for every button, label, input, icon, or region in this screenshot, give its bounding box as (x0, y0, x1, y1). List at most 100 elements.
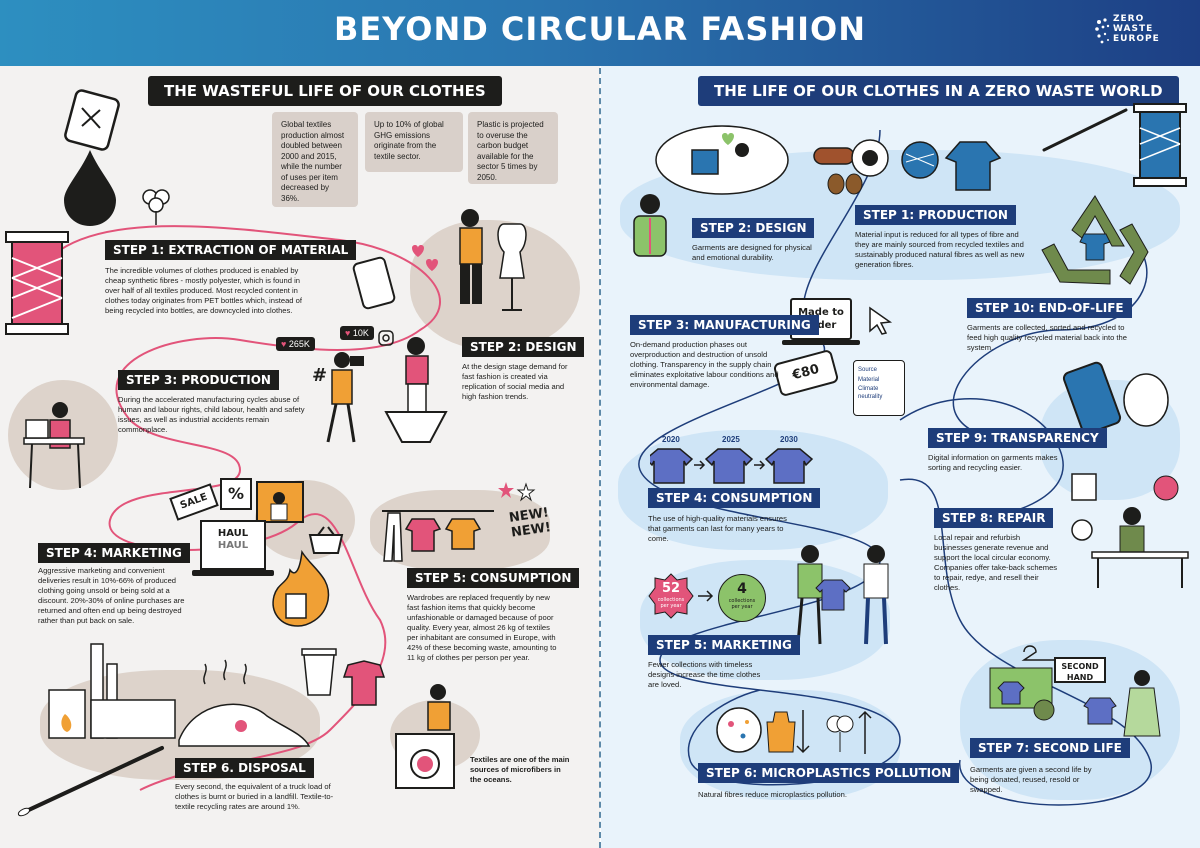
blob (410, 220, 580, 350)
caption-line: collections (728, 598, 756, 604)
clothes-rack-icon (382, 510, 494, 562)
right-step-4-title: STEP 4: CONSUMPTION (648, 488, 821, 508)
sewing-worker-icon (23, 402, 85, 489)
logo-text: ZERO WASTE EUROPE (1113, 14, 1160, 44)
title-banner: BEYOND CIRCULAR FASHION ZERO WASTE EUROP… (0, 0, 1200, 66)
percent-tag: % (220, 478, 252, 510)
right-step-9-text: Digital information on garments makes so… (928, 453, 1058, 472)
left-step-4-text: Aggressive marketing and convenient deli… (38, 566, 185, 625)
photoshoot-icon (326, 337, 448, 443)
left-step-6-title: STEP 6. DISPOSAL (175, 758, 314, 778)
microplastics-icon (716, 707, 872, 754)
cotton-icon (142, 189, 170, 225)
zero-waste-europe-logo: ZERO WASTE EUROPE (1093, 14, 1173, 54)
caption-line: per year (731, 604, 753, 610)
haul-laptop: HAUL HAUL (200, 520, 266, 570)
microfibres-note: Textiles are one of the main sources of … (470, 755, 570, 784)
right-step-3-title: STEP 3: MANUFACTURING (630, 315, 819, 335)
designer-mannequin-icon (459, 209, 527, 311)
needle-icon (17, 746, 164, 817)
second-life-icon (989, 645, 1161, 737)
right-step-1-text: Material input is reduced for all types … (855, 230, 1025, 269)
right-heading: THE LIFE OF OUR CLOTHES IN A ZERO WASTE … (698, 76, 1179, 106)
logo-dots-icon (1095, 18, 1110, 44)
garment-label-card: Source Material Climate neutrality (853, 360, 905, 416)
left-heading: THE WASTEFUL LIFE OF OUR CLOTHES (148, 76, 502, 106)
raw-materials-icon (813, 139, 1002, 195)
likes-count: 10K (352, 328, 369, 338)
right-step-5-title: STEP 5: MARKETING (648, 635, 800, 655)
panel-divider (599, 68, 601, 848)
right-step-8-title: STEP 8: REPAIR (934, 508, 1054, 528)
haul-text: HAUL (217, 528, 249, 539)
phone-hearts-icon (352, 245, 438, 310)
thread-spool-icon (1133, 103, 1187, 187)
left-step-6-text: Every second, the equivalent of a truck … (175, 782, 334, 811)
left-step-4-title: STEP 4: MARKETING (38, 543, 190, 563)
washing-machine-icon (395, 684, 455, 789)
trash-bin-icon (301, 648, 386, 706)
stat-card-emissions: Up to 10% of global GHG emissions origin… (365, 112, 463, 172)
right-step-5-text: Fewer collections with timeless designs … (648, 660, 761, 689)
right-step-10-text: Garments are collected, sorted and recyc… (967, 323, 1127, 352)
collections-52-number: 52 (661, 581, 681, 596)
right-step-1-title: STEP 1: PRODUCTION (855, 205, 1016, 225)
label-climate: Climate neutrality (858, 386, 883, 400)
likes-badge-10k: ♥ 10K (340, 326, 374, 340)
main-title: BEYOND CIRCULAR FASHION (333, 10, 867, 48)
thread-spool-icon (5, 231, 69, 335)
stars-icon (498, 482, 536, 502)
right-step-2-title: STEP 2: DESIGN (692, 218, 815, 238)
heart-icon: ♥ (345, 328, 351, 338)
left-step-1-title: STEP 1: EXTRACTION OF MATERIAL (105, 240, 357, 260)
right-step-4-text: The use of high-quality materials ensure… (648, 514, 787, 543)
right-step-8-text: Local repair and refurbish businesses ge… (934, 533, 1058, 592)
digital-passport-icon (1062, 361, 1169, 435)
right-step-7-text: Garments are given a second life by bein… (970, 765, 1092, 794)
label-source: Source (858, 367, 878, 373)
shopping-basket-icon (308, 526, 344, 554)
made-to-order-text: order (805, 320, 837, 331)
right-step-9-title: STEP 9: TRANSPARENCY (928, 428, 1107, 448)
made-to-order-text: Made to (798, 307, 844, 318)
instagram-icon (378, 330, 394, 346)
pink-flow-line (59, 225, 441, 791)
left-step-5-text: Wardrobes are replaced frequently by new… (407, 593, 557, 662)
designer-icon (633, 194, 667, 257)
heart-icon: ♥ (281, 339, 287, 349)
arrow-right-icon (698, 590, 714, 602)
likes-badge-265k: ♥ 265K (276, 337, 315, 351)
burning-clothes-icon (272, 549, 330, 627)
second-hand-sign: SECOND HAND (1054, 657, 1106, 683)
thought-bubble-icon (655, 125, 789, 195)
left-step-2-title: STEP 2: DESIGN (462, 337, 585, 357)
collections-52-badge (648, 573, 694, 619)
caption-line: per year (660, 603, 682, 609)
left-step-3-text: During the accelerated manufacturing cyc… (118, 395, 305, 434)
second-hand-text: SECOND (1061, 662, 1099, 671)
right-step-3-text: On-demand production phases out overprod… (630, 340, 779, 389)
left-step-3-title: STEP 3: PRODUCTION (118, 370, 279, 390)
collections-4-number: 4 (737, 581, 747, 597)
durable-shirts-icon (650, 448, 814, 484)
laptop-base (782, 340, 860, 345)
second-hand-text: HAND (1066, 673, 1094, 682)
right-step-6-text: Natural fibres reduce microplastics poll… (698, 790, 847, 799)
logo-line-3: EUROPE (1113, 34, 1160, 44)
repair-workshop-icon (1071, 473, 1189, 588)
video-creator-icon (256, 481, 304, 523)
right-step-2-text: Garments are designed for physical and e… (692, 243, 812, 262)
factory-landfill-icon (48, 643, 311, 747)
hashtag-icon: # (312, 365, 328, 386)
caption-line: collections (657, 597, 685, 603)
oil-drop-icon (64, 89, 120, 226)
haul-text: HAUL (217, 540, 249, 551)
year-label: 2025 (722, 435, 740, 444)
new-badge: NEW! NEW! (508, 505, 552, 540)
cursor-icon (869, 306, 893, 335)
likes-count: 265K (288, 339, 310, 349)
left-step-2-text: At the design stage demand for fast fash… (462, 362, 568, 401)
